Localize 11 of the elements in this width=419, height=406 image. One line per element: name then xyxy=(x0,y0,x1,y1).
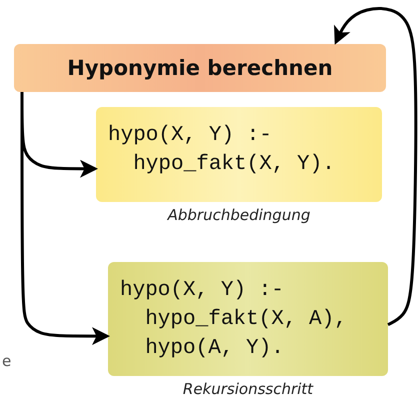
code-text: hypo(X, Y) :- hypo_fakt(X, Y). xyxy=(108,123,336,178)
node-label: Rekursionsschritt xyxy=(182,380,314,398)
heading: Hyponymie berechnen xyxy=(66,56,334,80)
arrow xyxy=(20,92,110,346)
code-block xyxy=(108,262,388,376)
arrow xyxy=(334,7,418,326)
text-fragment: e xyxy=(2,352,12,370)
code-text: hypo(X, Y) :- hypo_fakt(X, A), hypo(A, Y). xyxy=(120,278,348,362)
heading-band xyxy=(14,44,386,92)
code-block xyxy=(96,107,382,202)
node-label: Abbruchbedingung xyxy=(166,206,312,224)
